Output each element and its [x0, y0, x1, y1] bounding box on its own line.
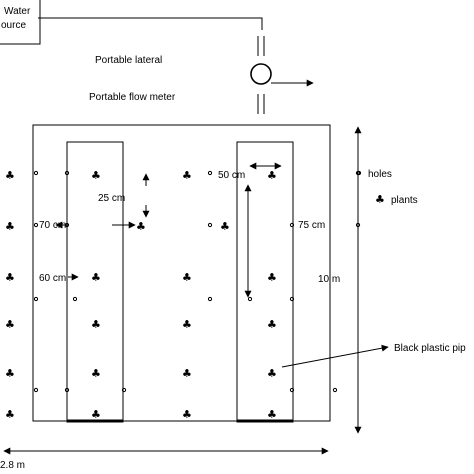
portable-lateral-label: Portable lateral: [95, 55, 162, 66]
hole-icon: [247, 296, 253, 302]
supply-line: [38, 17, 265, 114]
plant-icon: ♣: [267, 367, 277, 380]
flow-meter-icon: [250, 63, 272, 85]
holes-group: [33, 170, 361, 393]
plant-icon: ♣: [91, 408, 101, 421]
plant-icon: ♣: [136, 220, 146, 233]
hole-icon: [64, 170, 70, 176]
black-plastic-pipe-arrow: [281, 344, 389, 368]
hole-icon: [33, 222, 39, 228]
plant-icon: ♣: [182, 367, 192, 380]
plant-icon: ♣: [5, 318, 15, 331]
plant-icon: ♣: [5, 169, 15, 182]
plant-icon: ♣: [182, 408, 192, 421]
plastic-pipe-strip-left: [66, 141, 124, 423]
plant-icon: ♣: [5, 220, 15, 233]
plant-icon: ♣: [182, 169, 192, 182]
plant-icon: ♣: [5, 367, 15, 380]
legend-plants-label: plants: [391, 195, 418, 206]
plant-icon: ♣: [91, 271, 101, 284]
water-source-label-2: ource: [1, 20, 26, 31]
plant-icon: ♣: [182, 318, 192, 331]
legend-plant-icon: ♣: [375, 193, 385, 206]
water-source: Water ource: [0, 0, 41, 45]
dim-25-label: 25 cm: [98, 193, 125, 204]
dim-70-label: 70 cm: [39, 220, 66, 231]
flow-meter: [250, 63, 314, 87]
field-boundary: [32, 124, 331, 422]
length-total-label: 10 m: [318, 274, 340, 285]
hole-icon: [33, 296, 39, 302]
plant-icon: ♣: [220, 220, 230, 233]
hole-icon: [332, 387, 338, 393]
black-plastic-pipe-label: Black plastic pip: [394, 343, 466, 354]
legend-holes-label: holes: [368, 169, 392, 180]
dim-60-label: 60 cm: [39, 273, 66, 284]
water-source-label-1: Water: [4, 6, 31, 17]
plant-icon: ♣: [91, 169, 101, 182]
hole-icon: [72, 296, 78, 302]
hole-icon: [64, 387, 70, 393]
plant-icon: ♣: [267, 271, 277, 284]
hole-icon: [207, 170, 213, 176]
plant-icon: ♣: [267, 318, 277, 331]
plant-icon: ♣: [91, 318, 101, 331]
plant-icon: ♣: [5, 408, 15, 421]
hole-icon: [289, 296, 295, 302]
hole-icon: [207, 222, 213, 228]
dim-50-label: 50 cm: [218, 170, 245, 181]
hole-icon: [33, 170, 39, 176]
plants-group: ♣ ♣ ♣ ♣ ♣ ♣ ♣ ♣ ♣ ♣ ♣ ♣ ♣ ♣ ♣ ♣ ♣ ♣ ♣ ♣ ♣ ♣ ♣: [5, 169, 277, 421]
hole-icon: [121, 387, 127, 393]
hole-icon: [207, 296, 213, 302]
plant-icon: ♣: [267, 169, 277, 182]
portable-flow-meter-label: Portable flow meter: [89, 92, 176, 103]
plant-icon: ♣: [267, 408, 277, 421]
dim-75-label: 75 cm: [298, 220, 325, 231]
hole-icon: [289, 222, 295, 228]
hole-legend-icon: [356, 170, 362, 176]
width-total-label: 2.8 m: [0, 460, 25, 471]
plastic-pipe-strip-right: [236, 141, 294, 423]
plant-icon: ♣: [5, 271, 15, 284]
hole-icon: [289, 387, 295, 393]
legend: holes ♣ plants: [356, 169, 418, 206]
hole-icon: [33, 387, 39, 393]
plant-icon: ♣: [91, 367, 101, 380]
plant-icon: ♣: [182, 271, 192, 284]
